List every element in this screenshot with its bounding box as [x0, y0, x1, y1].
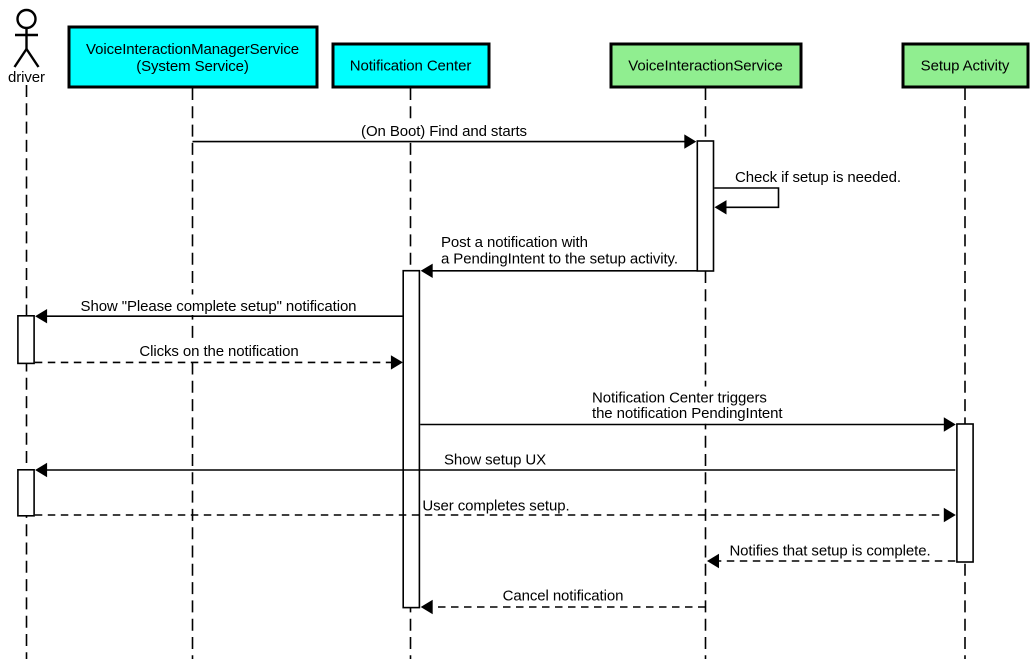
svg-text:Show "Please complete setup" n: Show "Please complete setup" notificatio… [81, 298, 357, 315]
svg-text:Check if setup is needed.: Check if setup is needed. [735, 169, 901, 186]
svg-text:Notifies that setup is complet: Notifies that setup is complete. [729, 543, 930, 560]
svg-text:a PendingIntent to the setup a: a PendingIntent to the setup activity. [441, 251, 678, 268]
svg-text:Clicks on the notification: Clicks on the notification [139, 343, 298, 360]
svg-text:VoiceInteractionService: VoiceInteractionService [628, 58, 782, 75]
svg-text:VoiceInteractionManagerService: VoiceInteractionManagerService [86, 41, 299, 58]
svg-text:(System Service): (System Service) [136, 58, 249, 75]
svg-text:Notification Center: Notification Center [350, 58, 472, 75]
svg-text:User completes setup.: User completes setup. [422, 498, 569, 515]
svg-text:Post a notification with: Post a notification with [441, 234, 588, 251]
svg-text:(On Boot) Find and starts: (On Boot) Find and starts [361, 123, 527, 140]
svg-text:Cancel notification: Cancel notification [503, 588, 624, 605]
svg-text:the notification PendingIntent: the notification PendingIntent [592, 405, 783, 422]
svg-text:Notification Center triggers: Notification Center triggers [592, 390, 767, 407]
svg-text:Show setup UX: Show setup UX [444, 452, 546, 469]
svg-text:driver: driver [8, 69, 45, 86]
svg-text:Setup Activity: Setup Activity [921, 58, 1010, 75]
